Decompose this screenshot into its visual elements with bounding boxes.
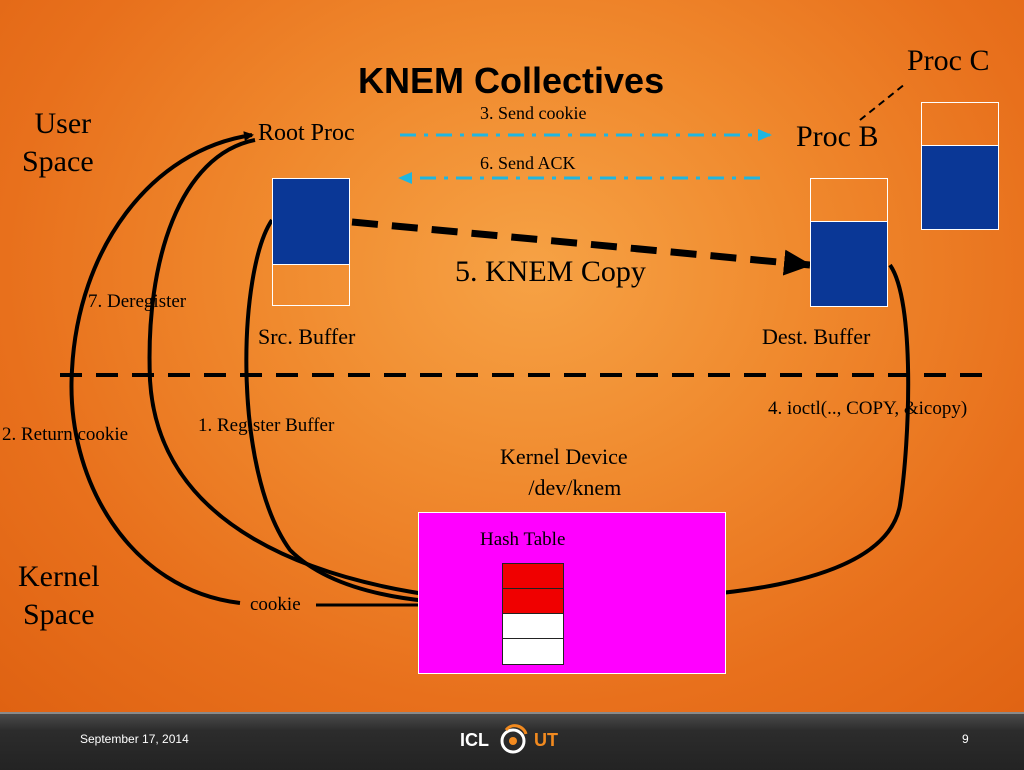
kernel-device-panel — [418, 512, 726, 674]
kernel-space-label: Kernel Space — [18, 558, 100, 634]
kernel-device-line2: /dev/knem — [528, 475, 622, 500]
dest-buffer-label: Dest. Buffer — [762, 324, 871, 349]
deregister-label: 7. Deregister — [88, 291, 187, 312]
kernel-device-line1: Kernel Device — [500, 444, 628, 469]
hash-table-slot — [502, 563, 564, 589]
footer-date: September 17, 2014 — [80, 732, 189, 746]
proc-c-buffer-filled — [921, 145, 999, 230]
src-buffer-label: Src. Buffer — [258, 324, 356, 349]
kernel-space-line2: Space — [22, 598, 95, 631]
hash-table-slot — [502, 638, 564, 665]
slide-title: KNEM Collectives — [358, 60, 665, 101]
send-ack-label: 6. Send ACK — [480, 153, 576, 173]
logo-left-text: ICL — [460, 730, 489, 750]
user-space-line2: Space — [22, 145, 94, 178]
proc-c-leader — [859, 83, 906, 121]
icl-ut-logo: ICL UT — [458, 724, 568, 756]
return-cookie-arrow — [69, 131, 254, 605]
proc-b-label: Proc B — [796, 120, 879, 153]
root-proc-label: Root Proc — [258, 120, 355, 146]
user-space-line1: User — [34, 107, 92, 140]
hash-table-label: Hash Table — [480, 529, 566, 550]
dest-buffer-filled — [810, 221, 888, 307]
footer-page-number: 9 — [962, 732, 969, 746]
hash-table-slot — [502, 613, 564, 639]
deregister-arrow — [147, 138, 512, 608]
send-cookie-label: 3. Send cookie — [480, 103, 587, 123]
dest-buffer-empty — [810, 178, 888, 222]
src-buffer-empty — [272, 264, 350, 306]
logo-swirl-icon — [500, 724, 528, 754]
ioctl-label: 4. ioctl(.., COPY, &icopy) — [768, 398, 968, 419]
kernel-space-line1: Kernel — [18, 560, 100, 593]
src-buffer-filled — [272, 178, 350, 265]
proc-c-buffer-empty — [921, 102, 999, 146]
slide: KNEM Collectives User Space Kernel Space… — [0, 0, 1024, 712]
return-cookie-label: 2. Return cookie — [2, 424, 129, 445]
proc-c-label: Proc C — [907, 44, 990, 77]
knem-copy-label: 5. KNEM Copy — [455, 255, 646, 288]
knem-copy-arrow — [351, 218, 812, 276]
cookie-label: cookie — [250, 594, 301, 615]
logo-right-text: UT — [534, 730, 558, 750]
register-buffer-label: 1. Register Buffer — [198, 415, 335, 436]
hash-table-slot — [502, 588, 564, 614]
kernel-device-label: Kernel Device /dev/knem — [500, 441, 628, 503]
user-space-label: User Space — [22, 105, 94, 181]
